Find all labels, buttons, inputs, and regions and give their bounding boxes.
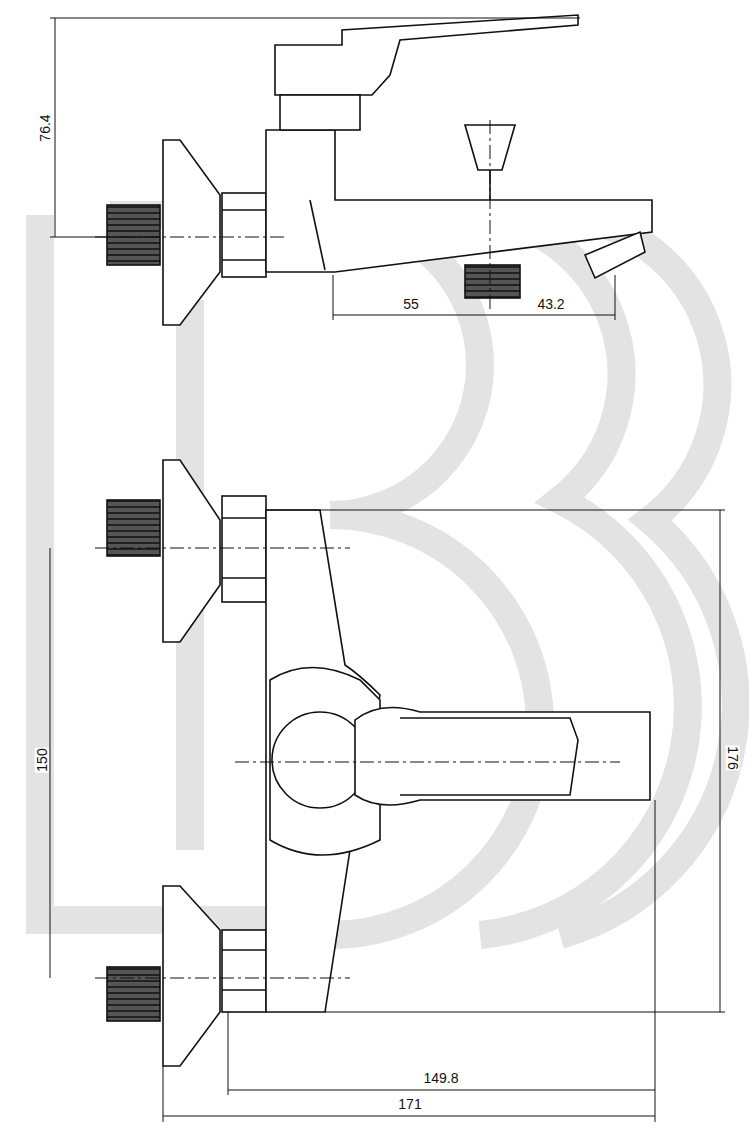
dimension-label: 149.8 <box>422 1071 459 1085</box>
dimension-label: 55 <box>402 297 420 311</box>
dimension-label: 171 <box>397 1097 422 1111</box>
dimension-label: 150 <box>35 747 49 772</box>
dimension-label: 76.4 <box>38 113 52 142</box>
dimension-label: 43.2 <box>536 297 565 311</box>
watermark-logo <box>40 215 736 935</box>
dimension-label: 176 <box>726 745 740 770</box>
